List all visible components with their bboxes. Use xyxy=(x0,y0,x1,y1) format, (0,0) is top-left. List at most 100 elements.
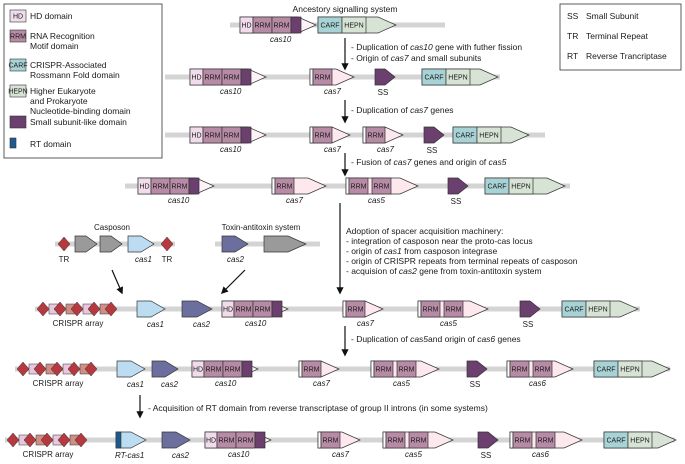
text-span: cas7 xyxy=(324,145,341,154)
abbrev-text: Reverse Trancriptase xyxy=(586,51,667,61)
legend-text: Rossmann Fold domain xyxy=(30,70,120,80)
gene-label: cas7 xyxy=(332,450,349,459)
text-span: cas10 xyxy=(410,42,433,52)
repeat-diamond xyxy=(87,301,101,317)
text-span: cas7 xyxy=(286,196,303,205)
gene-label: cas5 xyxy=(440,319,457,328)
text-span: gene from toxin-antitoxin system xyxy=(417,266,542,276)
crispr-array-label: CRISPR array xyxy=(53,319,104,328)
repeat-diamond xyxy=(74,432,88,448)
rrm-domain-label: RRM xyxy=(376,367,392,374)
legend-text: Motif domain xyxy=(30,41,79,51)
gene-label: cas7 xyxy=(313,379,330,388)
rrm-domain xyxy=(365,126,386,144)
legend-swatch xyxy=(9,137,17,149)
cas7-edge xyxy=(370,360,375,378)
repeat-diamond xyxy=(70,301,84,317)
repeat-diamond xyxy=(53,301,67,317)
cas7-edge xyxy=(298,360,303,378)
step-1-text: - Origin of cas7 and small subunits xyxy=(351,53,481,63)
text-span: cas7 xyxy=(410,105,428,115)
cas7-edge xyxy=(345,177,350,195)
ss-label: SS xyxy=(481,451,492,460)
casposon-gene xyxy=(99,235,123,253)
abbrev-box xyxy=(559,3,682,71)
rrm-domain-label: RRM xyxy=(274,23,290,30)
small-subunit-domain xyxy=(240,68,252,86)
cas7-edge xyxy=(317,431,322,449)
rrm-domain xyxy=(512,431,533,449)
hepn-domain xyxy=(627,431,653,449)
text-span: cas1 xyxy=(127,380,144,389)
small-subunit-gene xyxy=(423,126,445,144)
carf-domain-label: CARF xyxy=(487,184,506,191)
text-span: - Fusion of xyxy=(351,157,394,167)
rrm-domain-label: RRM xyxy=(535,367,551,374)
legend-text: HD domain xyxy=(30,11,73,21)
repeat-diamond xyxy=(84,361,98,377)
rrm-domain xyxy=(312,126,333,144)
rrm-domain-label: RRM xyxy=(315,133,331,140)
cas7-edge xyxy=(509,431,514,449)
text-span: - Acquisition of RT domain from reverse … xyxy=(148,403,488,413)
rrm-domain-label: RRM xyxy=(153,184,169,191)
text-span: cas7 xyxy=(394,157,412,167)
cas10-label: cas10 xyxy=(220,145,242,154)
rrm-domain xyxy=(373,360,394,378)
legend-text: Nucleotide-binding domain xyxy=(30,106,131,116)
carf-domain-label: CARF xyxy=(596,367,615,374)
legend-swatch xyxy=(9,29,27,43)
tr-label: TR xyxy=(59,255,70,264)
ss-label: SS xyxy=(470,380,481,389)
rrm-domain-label: RRM xyxy=(515,438,531,445)
flow-arrow xyxy=(111,269,124,295)
cas7-edge xyxy=(506,360,511,378)
ss-label: SS xyxy=(378,88,389,97)
text-span: cas2 xyxy=(399,266,417,276)
legend-text: CRISPR-Associated xyxy=(30,60,107,70)
text-span: RT-cas1 xyxy=(115,451,144,460)
crispr-array-label: CRISPR array xyxy=(33,379,84,388)
gene-label: cas7 xyxy=(357,319,374,328)
gene-label: cas7 xyxy=(377,145,394,154)
gene-label: cas5 xyxy=(393,379,410,388)
cas7-edge xyxy=(342,300,347,318)
repeat-diamond xyxy=(67,361,81,377)
gene-label: cas7 xyxy=(324,87,341,96)
rrm-domain-label: RRM xyxy=(205,75,221,82)
cas1-gene xyxy=(136,300,166,318)
small-subunit-gene xyxy=(477,431,499,449)
text-span: cas10 xyxy=(245,319,267,328)
cas1-label: cas1 xyxy=(135,255,152,264)
rrm-domain-label: RRM xyxy=(206,367,222,374)
header-title: Ancestory signalling system xyxy=(293,4,398,14)
hd-domain-label: HD xyxy=(241,23,251,30)
rrm-domain-label: RRM xyxy=(304,367,320,374)
dna-line xyxy=(35,306,640,312)
cas10-label: cas10 xyxy=(168,196,190,205)
abbrev-text: Terminal Repeat xyxy=(586,31,649,41)
text-span: cas5 xyxy=(393,379,410,388)
rrm-domain xyxy=(408,431,429,449)
hepn-domain-label: HEPN xyxy=(479,133,498,140)
text-span: cas2 xyxy=(161,380,178,389)
small-subunit-domain xyxy=(241,360,253,378)
text-span: cas7 xyxy=(313,379,330,388)
text-span: cas1 xyxy=(147,320,164,329)
hepn-domain-label: HEPN xyxy=(630,438,649,445)
rrm-domain-label: RRM xyxy=(538,438,554,445)
text-span: cas10 xyxy=(228,450,250,459)
hd-domain-label: HD xyxy=(206,438,216,445)
cas2-gene-label: cas2 xyxy=(161,380,178,389)
cas10-label: cas10 xyxy=(245,319,267,328)
text-span: genes and origin of xyxy=(412,157,489,167)
rrm-domain-label: RRM xyxy=(205,133,221,140)
gene-label: cas7 xyxy=(324,145,341,154)
cas10-label: cas10 xyxy=(220,87,242,96)
rrm-domain-label: RRM xyxy=(219,438,235,445)
rrm-domain-label: RRM xyxy=(255,23,271,30)
rrm-domain xyxy=(320,431,341,449)
rrm-domain-label: RRM xyxy=(224,133,240,140)
small-subunit-gene xyxy=(466,360,488,378)
hd-domain-label: HD xyxy=(193,367,203,374)
